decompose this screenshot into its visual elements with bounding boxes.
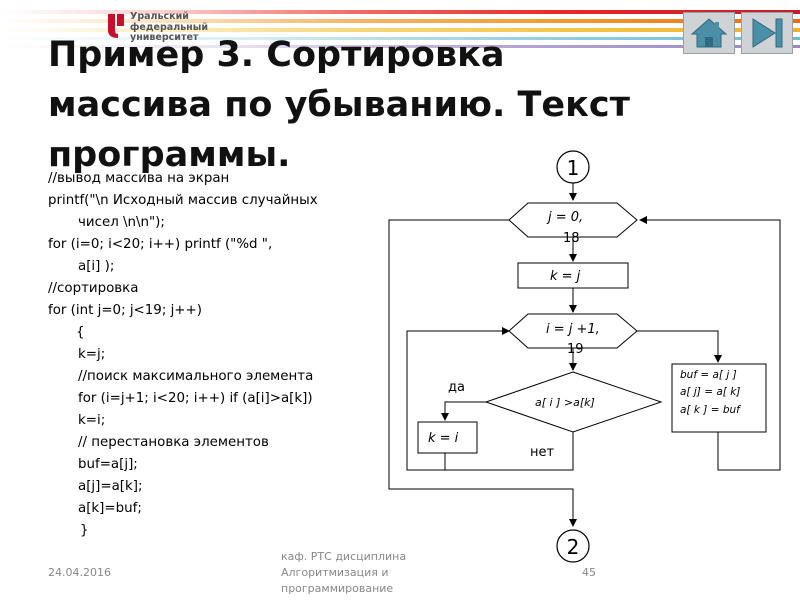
home-icon: [690, 18, 728, 48]
code-line: buf=a[j];: [78, 457, 138, 472]
code-line: k=j;: [78, 347, 106, 362]
assign-k-j-block: [517, 262, 629, 289]
next-icon: [752, 18, 783, 48]
footer-department: каф. РТС дисциплина Алгоритмизация и про…: [281, 549, 471, 597]
start-label: 1: [567, 156, 580, 180]
condition-block: [484, 371, 663, 433]
condition-label: a[ i ] >a[k]: [535, 396, 595, 409]
flow-arrow-no: [445, 432, 574, 471]
code-line: for (i=0; i<20; i++) printf ("%d ",: [48, 237, 273, 252]
end-connector: [556, 529, 590, 563]
no-label: нет: [530, 445, 554, 460]
code-line: //сортировка: [48, 281, 139, 296]
logo-text: Уральский федеральный университет: [130, 11, 208, 44]
start-connector: [556, 150, 590, 184]
footer-dept-line-3: программирование: [281, 582, 394, 595]
end-label: 2: [567, 535, 580, 559]
code-line: }: [80, 523, 89, 538]
code-line: a[k]=buf;: [78, 501, 142, 516]
loop-j-block: [508, 202, 638, 238]
loop-j-label: j = 0,: [546, 210, 583, 225]
code-line: for (int j=0; j<19; j++): [48, 303, 202, 318]
slide-title: Пример 3. Сортировка массива по убыванию…: [48, 30, 748, 180]
yes-label: да: [448, 380, 465, 395]
logo-mark-icon: [108, 14, 124, 38]
code-line: a[j]=a[k];: [78, 479, 143, 494]
footer-dept-line-2: Алгоритмизация и: [281, 566, 389, 579]
swap-line-3: a[ k ] = buf: [680, 404, 742, 416]
code-line: //поиск максимального элемента: [78, 369, 314, 384]
program-text: //вывод массива на экран printf("\n Исхо…: [48, 168, 388, 542]
logo-line-1: Уральский: [130, 11, 189, 22]
flow-arrow-inner-loop: [406, 327, 510, 471]
code-line: for (i=j+1; i<20; i++) if (a[i]>a[k]): [78, 391, 313, 406]
assign-k-i-label: k = i: [428, 431, 459, 446]
code-line: //вывод массива на экран: [48, 171, 230, 186]
header-stripes: [0, 0, 800, 60]
loop-j-range: 18: [563, 231, 580, 246]
footer-date: 24.04.2016: [48, 566, 111, 579]
loop-i-block: [508, 313, 638, 349]
footer-dept-line-1: каф. РТС дисциплина: [281, 550, 407, 563]
title-line-3: программы.: [48, 135, 291, 175]
code-line: чисел \n\n");: [78, 215, 165, 230]
flow-arrow-yes: [441, 401, 486, 421]
title-line-2: массива по убыванию. Текст: [48, 85, 630, 125]
logo-line-3: университет: [130, 32, 199, 43]
flow-arrow-outer-loop: [639, 216, 781, 471]
title-line-1: Пример 3. Сортировка: [48, 35, 505, 75]
swap-block: [671, 363, 767, 433]
code-line: a[i] );: [78, 259, 115, 274]
code-line: k=i;: [78, 413, 106, 428]
code-line: {: [76, 325, 85, 340]
university-logo: Уральский федеральный университет: [106, 11, 236, 48]
page-number: 45: [582, 566, 596, 579]
code-line: printf("\n Исходный массив случайных: [48, 193, 318, 208]
code-line: // перестановка элементов: [78, 435, 269, 450]
assign-k-j-label: k = j: [550, 269, 581, 284]
loop-i-label: i = j +1,: [546, 322, 600, 337]
home-button[interactable]: [683, 12, 735, 54]
next-slide-button[interactable]: [741, 12, 793, 54]
flow-arrow-exit-outer: [388, 219, 577, 527]
assign-k-i-block: [417, 421, 478, 454]
swap-line-1: buf = a[ j ]: [680, 369, 737, 381]
flow-arrow-exit-inner: [637, 330, 722, 363]
swap-line-2: a[ j] = a[ k]: [680, 386, 740, 398]
logo-line-2: федеральный: [130, 21, 208, 33]
loop-i-range: 19: [567, 342, 584, 357]
